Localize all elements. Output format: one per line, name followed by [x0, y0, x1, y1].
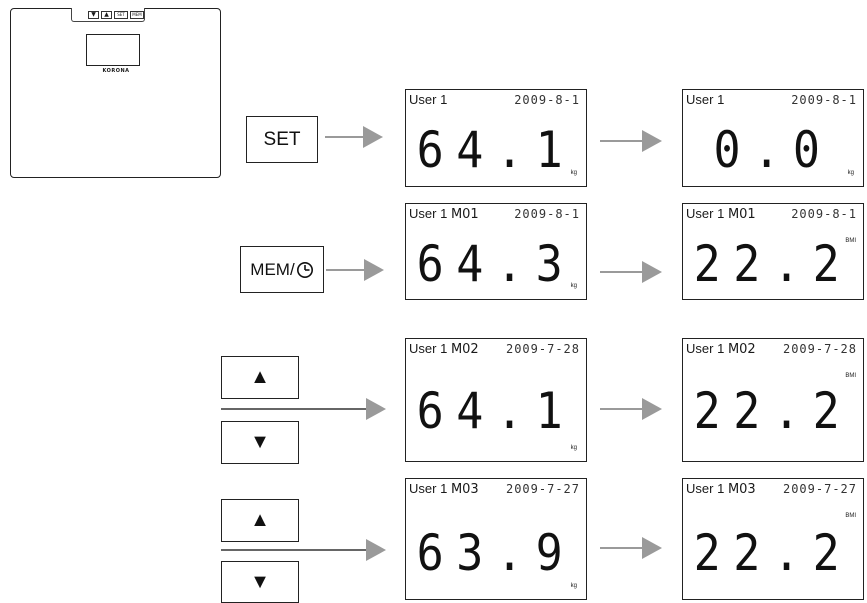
- lcd-weight-value: 0.0: [713, 121, 833, 179]
- lcd-memory-slot: M01: [450, 207, 479, 222]
- scale-mem-button[interactable]: MEM: [130, 11, 144, 19]
- scale-display-window: [86, 34, 140, 66]
- lcd-date: 2009-8-1: [791, 207, 857, 221]
- mem-clock-button[interactable]: MEM/: [240, 246, 324, 293]
- set-button-label: SET: [263, 128, 301, 150]
- lcd-user-label: User 1 M03: [686, 481, 756, 497]
- lcd-date: 2009-8-1: [514, 207, 580, 221]
- lcd-user-label: User 1 M01: [686, 206, 756, 222]
- flow-arrow: [600, 537, 662, 559]
- lcd-display: User 1 M01 2009-8-1 64.3 kg: [405, 203, 587, 300]
- lcd-display: User 1 M02 2009-7-28 22.2 BMI: [682, 338, 864, 462]
- lcd-memory-slot: M01: [727, 207, 756, 222]
- lcd-memory-slot: M02: [727, 342, 756, 357]
- lcd-memory-slot: M02: [450, 342, 479, 357]
- lcd-memory-slot: M03: [450, 482, 479, 497]
- up-button[interactable]: ▲: [221, 499, 299, 542]
- mem-button-label: MEM/: [250, 259, 295, 279]
- lcd-user-label: User 1 M01: [409, 206, 479, 222]
- lcd-date: 2009-8-1: [791, 93, 857, 107]
- lcd-display: User 1 M02 2009-7-28 64.1 kg: [405, 338, 587, 462]
- flow-arrow: [600, 261, 662, 283]
- down-arrow-icon: ▼: [250, 431, 270, 453]
- connector-line: [221, 408, 374, 410]
- lcd-user-label: User 1 M02: [409, 341, 479, 357]
- scale-illustration: [10, 8, 221, 178]
- lcd-weight-value: 64.3: [416, 235, 576, 293]
- lcd-unit: kg: [570, 283, 577, 289]
- down-button[interactable]: ▼: [221, 421, 299, 464]
- lcd-date: 2009-8-1: [514, 93, 580, 107]
- down-arrow-icon: ▼: [250, 570, 270, 593]
- lcd-display: User 1 2009-8-1 64.1 kg: [405, 89, 587, 187]
- scale-up-button[interactable]: ▲: [101, 11, 112, 19]
- lcd-display: User 1 2009-8-1 0.0 kg: [682, 89, 864, 187]
- up-button[interactable]: ▲: [221, 356, 299, 399]
- flow-arrow-head: [366, 398, 386, 420]
- set-button[interactable]: SET: [246, 116, 318, 163]
- flow-arrow: [600, 130, 662, 152]
- lcd-date: 2009-7-27: [505, 482, 580, 496]
- flow-arrow: [325, 126, 383, 148]
- lcd-bmi-label: BMI: [845, 238, 856, 244]
- lcd-date: 2009-7-27: [782, 482, 857, 496]
- flow-arrow-head: [366, 539, 386, 561]
- lcd-unit: kg: [570, 583, 577, 589]
- clock-icon: [296, 261, 313, 278]
- lcd-bmi-value: 22.2: [693, 382, 853, 440]
- lcd-date: 2009-7-28: [505, 342, 580, 356]
- lcd-bmi-value: 22.2: [693, 524, 853, 582]
- flow-arrow: [326, 259, 384, 281]
- lcd-bmi-label: BMI: [845, 513, 856, 519]
- lcd-date: 2009-7-28: [782, 342, 857, 356]
- flow-arrow: [600, 398, 662, 420]
- up-arrow-icon: ▲: [250, 366, 270, 388]
- up-arrow-icon: ▲: [250, 509, 270, 531]
- lcd-unit: kg: [570, 445, 577, 451]
- lcd-bmi-value: 22.2: [693, 235, 853, 293]
- lcd-user-label: User 1 M02: [686, 341, 756, 357]
- scale-down-button[interactable]: ▼: [88, 11, 99, 19]
- lcd-display: User 1 M01 2009-8-1 22.2 BMI: [682, 203, 864, 300]
- lcd-weight-value: 64.1: [416, 121, 576, 179]
- down-button[interactable]: ▼: [221, 561, 299, 603]
- lcd-bmi-label: BMI: [845, 373, 856, 379]
- lcd-user-label: User 1: [686, 92, 725, 107]
- lcd-display: User 1 M03 2009-7-27 22.2 BMI: [682, 478, 864, 600]
- lcd-weight-value: 63.9: [416, 524, 576, 582]
- lcd-unit: kg: [847, 170, 854, 176]
- lcd-user-label: User 1: [409, 92, 448, 107]
- lcd-display: User 1 M03 2009-7-27 63.9 kg: [405, 478, 587, 600]
- lcd-weight-value: 64.1: [416, 382, 576, 440]
- lcd-user-label: User 1 M03: [409, 481, 479, 497]
- lcd-memory-slot: M03: [727, 482, 756, 497]
- lcd-unit: kg: [570, 170, 577, 176]
- connector-line: [221, 549, 374, 551]
- scale-set-button[interactable]: SET: [114, 11, 128, 19]
- brand-logo: KORONA: [102, 68, 130, 74]
